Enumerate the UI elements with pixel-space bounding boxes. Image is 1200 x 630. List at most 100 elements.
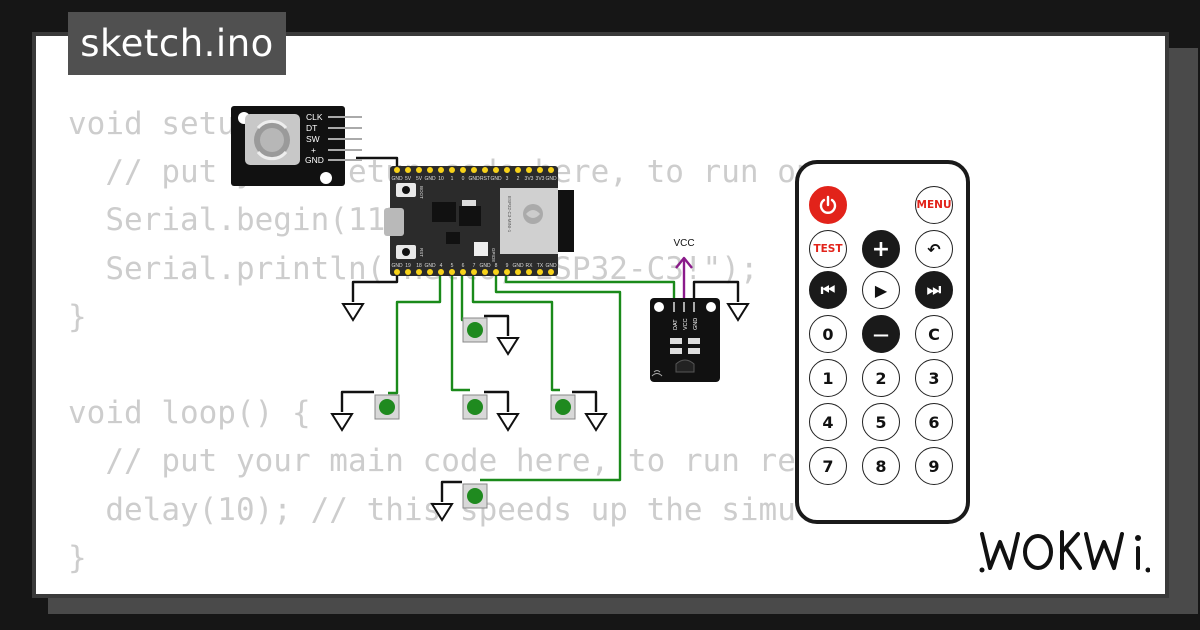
- board-pin-label: 5: [451, 263, 454, 269]
- push-button[interactable]: [374, 394, 400, 420]
- remote-button-2[interactable]: 2: [862, 359, 900, 397]
- ir-pin-label: DAT: [673, 319, 679, 330]
- wires: [340, 156, 740, 502]
- ir-receiver[interactable]: DAT VCC GND: [650, 298, 720, 382]
- remote-button-power[interactable]: [809, 186, 847, 224]
- remote-label-c: C: [928, 324, 940, 344]
- fast-forward-icon: ⏭: [926, 280, 942, 299]
- file-tab[interactable]: sketch.ino: [68, 12, 286, 75]
- wire-btn-mid-gnd: [484, 390, 510, 412]
- remote-button-4[interactable]: 4: [809, 403, 847, 441]
- esp32-c3-board[interactable]: GND 5V 5V GND 10 1 0 GND RST GND 3 2 3V3…: [384, 166, 574, 276]
- ground-symbol: [496, 413, 520, 432]
- remote-button-next[interactable]: ⏭: [915, 271, 953, 309]
- code-line: }: [68, 298, 87, 335]
- remote-button-9[interactable]: 9: [915, 447, 953, 485]
- remote-label-9: 9: [928, 456, 940, 476]
- usb-connector: [384, 208, 404, 236]
- remote-button-menu[interactable]: MENU: [915, 186, 953, 224]
- board-pin-label: 5V: [416, 176, 423, 182]
- board-led: [474, 242, 488, 256]
- module-label: ESP32-C3-MINI-1: [507, 196, 512, 233]
- board-pin-label: GND: [512, 263, 524, 269]
- minus-icon: —: [873, 324, 889, 344]
- board-pin-label: 2: [517, 176, 520, 182]
- push-button[interactable]: [462, 394, 488, 420]
- board-pins: [394, 167, 554, 275]
- board-pin-label: 3V3: [525, 176, 534, 182]
- back-icon: ↶: [927, 239, 941, 259]
- board-pin-label: TX: [537, 263, 544, 269]
- rst-label: RST: [419, 248, 424, 257]
- wire-gpio5-button: [450, 272, 470, 392]
- plus-icon: +: [871, 236, 891, 262]
- encoder-pin-label: GND: [305, 155, 324, 165]
- remote-button-plus[interactable]: +: [862, 230, 900, 268]
- wire-gpio9-ir: [504, 272, 676, 302]
- board-pin-label: GND: [424, 176, 436, 182]
- wire-gpio7-button: [471, 272, 560, 392]
- remote-button-8[interactable]: 8: [862, 447, 900, 485]
- ground-symbol: [584, 413, 608, 432]
- push-button[interactable]: [550, 394, 576, 420]
- vcc-arrow: [675, 256, 693, 269]
- wire-ir-gnd: [692, 280, 740, 302]
- vcc-label: VCC: [673, 238, 694, 249]
- remote-button-3[interactable]: 3: [915, 359, 953, 397]
- remote-label-1: 1: [822, 368, 834, 388]
- remote-button-1[interactable]: 1: [809, 359, 847, 397]
- board-pin-label: GND: [479, 263, 491, 269]
- remote-button-0[interactable]: 0: [809, 315, 847, 353]
- remote-label-7: 7: [822, 456, 834, 476]
- remote-label-4: 4: [822, 412, 834, 432]
- board-pin-label: 10: [438, 176, 444, 182]
- wire-btn-right-gnd: [572, 390, 598, 412]
- remote-button-7[interactable]: 7: [809, 447, 847, 485]
- board-pin-label: 19: [405, 263, 411, 269]
- board-pin-label: GND: [468, 176, 480, 182]
- board-pin-label: GND: [391, 176, 403, 182]
- remote-button-minus[interactable]: —: [862, 315, 900, 353]
- remote-label-0: 0: [822, 324, 834, 344]
- remote-label-2: 2: [875, 368, 887, 388]
- remote-button-6[interactable]: 6: [915, 403, 953, 441]
- wokwi-logo: [979, 530, 1150, 573]
- board-pin-label: 5V: [405, 176, 412, 182]
- encoder-pin-label: +: [311, 145, 316, 155]
- rewind-icon: ⏮: [820, 280, 836, 299]
- ground-symbol: [496, 337, 520, 356]
- remote-label-5: 5: [875, 412, 887, 432]
- ground-symbols: [330, 303, 750, 522]
- ground-symbol: [726, 303, 750, 322]
- wire-gpio8-button: [480, 272, 622, 482]
- board-pin-label: 4: [440, 263, 443, 269]
- remote-label-8: 8: [875, 456, 887, 476]
- remote-button-play[interactable]: ▶: [862, 271, 900, 309]
- remote-button-c[interactable]: C: [915, 315, 953, 353]
- remote-button-test[interactable]: TEST: [809, 230, 847, 268]
- board-pin-label: 3V3: [536, 176, 545, 182]
- board-pin-label: 18: [416, 263, 422, 269]
- remote-label-6: 6: [928, 412, 940, 432]
- ground-symbol: [430, 503, 454, 522]
- remote-button-5[interactable]: 5: [862, 403, 900, 441]
- wire-gpio6-button: [460, 272, 470, 322]
- wire-btn-top-gnd: [484, 314, 510, 336]
- remote-button-prev[interactable]: ⏮: [809, 271, 847, 309]
- board-pin-label: 6: [462, 263, 465, 269]
- board-pin-label: 7: [473, 263, 476, 269]
- board-pin-label: GND: [545, 176, 557, 182]
- rotary-encoder[interactable]: CLK DT SW + GND: [231, 106, 362, 186]
- led-label: GPIO8: [491, 248, 496, 262]
- wire-btn-left-gnd: [340, 390, 374, 412]
- board-pin-label: 8: [495, 263, 498, 269]
- ground-symbol: [341, 303, 365, 322]
- push-buttons: [374, 317, 576, 509]
- board-pin-label: 3: [506, 176, 509, 182]
- remote-button-back[interactable]: ↶: [915, 230, 953, 268]
- board-pin-label: GND: [424, 263, 436, 269]
- push-button[interactable]: [462, 317, 488, 343]
- ground-symbol: [330, 413, 354, 432]
- push-button[interactable]: [462, 483, 488, 509]
